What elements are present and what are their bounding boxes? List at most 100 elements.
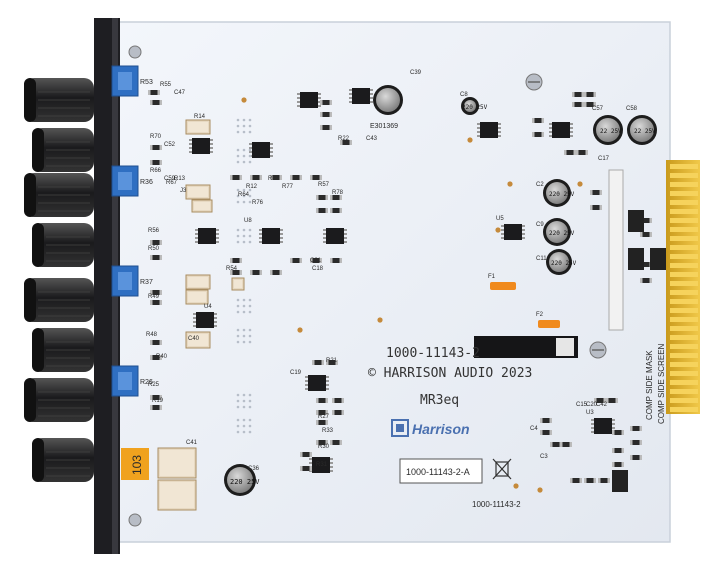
smd-resistor — [630, 426, 642, 431]
ref-label: R40 — [156, 354, 168, 360]
label-sticker — [399, 458, 483, 484]
trimmer-r53[interactable]: R53 — [111, 65, 153, 97]
test-points — [236, 97, 583, 493]
trimmer-label: R36 — [140, 179, 153, 186]
smd-resistor — [316, 195, 328, 200]
ref-label: R33 — [322, 428, 334, 434]
ref-label: R30 — [318, 444, 330, 450]
svg-text:220 25V: 220 25V — [549, 230, 575, 237]
smd-resistor — [332, 398, 344, 403]
smd-block — [628, 248, 644, 270]
ic-chip — [323, 228, 347, 244]
model-text: MR3eq — [420, 393, 459, 408]
knob-icon[interactable] — [32, 128, 94, 172]
smd-resistor — [340, 140, 352, 145]
smd-resistor — [640, 232, 652, 237]
ref-label: R12 — [246, 184, 258, 190]
smd-resistor — [326, 360, 338, 365]
smd-resistor — [572, 102, 584, 107]
svg-text:220 25V: 220 25V — [549, 191, 575, 198]
trimmer-r37[interactable]: R37 — [111, 265, 153, 297]
ic-chip — [477, 122, 501, 138]
ref-label: C47 — [174, 90, 186, 96]
capacitor-label: C11 — [536, 256, 547, 262]
ic-chip — [189, 138, 213, 154]
ref-label: R31 — [316, 462, 328, 468]
sticker-text: 1000-11143-2-A — [406, 467, 470, 477]
ref-label: R22 — [338, 136, 350, 142]
smd-resistor — [590, 205, 602, 210]
knob-icon[interactable] — [24, 278, 94, 322]
ref-label: R77 — [282, 184, 294, 190]
smd-resistor — [150, 145, 162, 150]
smd-resistor — [612, 430, 624, 435]
smd-resistor — [572, 92, 584, 97]
svg-text:22 25V: 22 25V — [634, 128, 656, 135]
ref-label: R57 — [318, 182, 330, 188]
screw-icon — [128, 45, 142, 59]
ref-label: R63 — [268, 176, 280, 182]
knob-icon[interactable] — [32, 438, 94, 482]
edge-connector — [666, 160, 700, 414]
ref-label: C41 — [186, 440, 198, 446]
knob-icon[interactable] — [24, 378, 94, 422]
smd-resistor — [230, 270, 242, 275]
smd-resistor — [270, 270, 282, 275]
smd-resistor — [532, 132, 544, 137]
smd-resistor — [290, 258, 302, 263]
smd-resistor — [150, 395, 162, 400]
ic-chip — [193, 312, 217, 328]
test-point — [241, 97, 247, 103]
weee-bin-icon — [492, 458, 512, 480]
trimmer-label: R26 — [140, 379, 153, 386]
smd-resistor — [312, 360, 324, 365]
film-capacitor — [231, 277, 245, 291]
test-point — [537, 487, 543, 493]
electrolytic-capacitor: 220 25V — [543, 179, 575, 207]
smd-resistor — [560, 442, 572, 447]
knob-icon[interactable] — [24, 173, 94, 217]
ref-label: C17 — [598, 156, 610, 162]
smd-resistor — [612, 448, 624, 453]
ic-label: U3 — [586, 410, 594, 416]
ref-label: R19 — [152, 398, 164, 404]
ul-marking: E301369 — [370, 123, 398, 130]
smd-resistor — [564, 150, 576, 155]
smd-resistor — [150, 300, 162, 305]
smd-resistor — [150, 340, 162, 345]
part-number-text: 1000-11143-2 — [386, 346, 480, 361]
qr-code-icon — [556, 338, 574, 356]
film-capacitor — [185, 289, 209, 305]
ref-label: R13 — [174, 176, 186, 182]
trimmer-r26[interactable]: R26 — [111, 365, 153, 397]
capacitor-label: C39 — [410, 70, 422, 76]
screw-icon — [128, 513, 142, 527]
capacitor-label: C2 — [536, 182, 544, 188]
ref-label: C52 — [164, 142, 176, 148]
smd-resistor — [310, 258, 322, 263]
edge-label-screen: COMP SIDE SCREEN — [657, 343, 666, 424]
knob-icon[interactable] — [32, 223, 94, 267]
smd-resistor — [570, 478, 582, 483]
electrolytic-capacitor — [373, 85, 403, 115]
svg-text:Harrison: Harrison — [412, 421, 470, 437]
film-capacitor — [185, 331, 211, 349]
fuse-f1 — [490, 282, 516, 290]
knob-icon[interactable] — [32, 328, 94, 372]
capacitor-label: C8 — [460, 92, 468, 98]
test-point — [377, 317, 383, 323]
smd-resistor — [150, 160, 162, 165]
ref-label: R56 — [148, 228, 160, 234]
ic-chip — [249, 142, 273, 158]
trimmer-r36[interactable]: R36 — [111, 165, 153, 197]
smd-resistor — [150, 405, 162, 410]
svg-text:220 25V: 220 25V — [462, 104, 488, 111]
ref-label: C21 — [310, 258, 322, 264]
electrolytic-capacitor: 22 25V — [593, 115, 623, 145]
smd-resistor — [150, 240, 162, 245]
ref-label: R50 — [148, 246, 160, 252]
smd-block — [650, 248, 666, 270]
knob-icon[interactable] — [24, 78, 94, 122]
svg-text:22 25V: 22 25V — [600, 128, 622, 135]
smd-resistor — [630, 440, 642, 445]
